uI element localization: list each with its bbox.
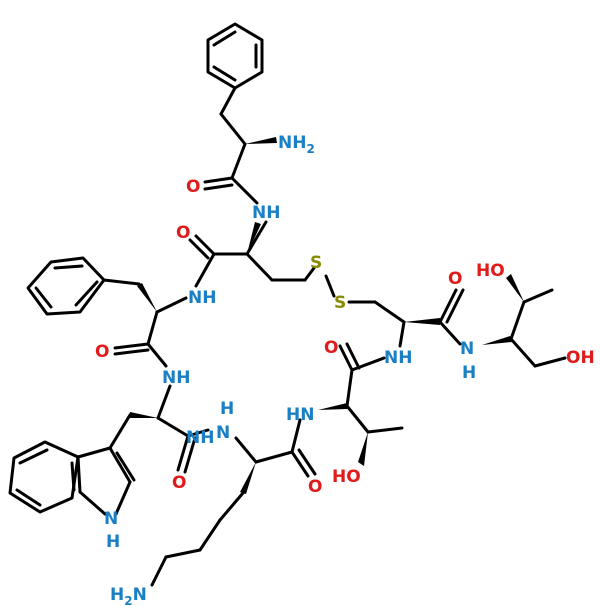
bond bbox=[303, 266, 316, 282]
bond bbox=[218, 491, 245, 522]
bond bbox=[350, 356, 386, 372]
wedge-bond bbox=[506, 274, 524, 302]
bond bbox=[522, 288, 554, 304]
bond bbox=[509, 337, 537, 368]
oxygen-label: O bbox=[172, 473, 186, 493]
oxygen-label: O bbox=[186, 177, 200, 197]
bond bbox=[194, 252, 216, 288]
sulfur-label: S bbox=[334, 293, 346, 313]
bond bbox=[345, 404, 370, 434]
wedge-bond bbox=[129, 412, 158, 418]
wedge-bond bbox=[240, 462, 256, 494]
oxygen-label: O bbox=[324, 338, 338, 358]
bond bbox=[290, 418, 302, 454]
bond bbox=[150, 555, 168, 587]
double-bond bbox=[113, 342, 150, 350]
double-bond bbox=[338, 344, 354, 372]
bond bbox=[156, 384, 172, 420]
bond bbox=[533, 356, 567, 368]
bond bbox=[366, 426, 404, 434]
bond bbox=[146, 310, 159, 346]
bond bbox=[398, 320, 406, 348]
amide-nh-label: NH bbox=[162, 368, 190, 388]
bond bbox=[234, 436, 258, 464]
hydroxyl-label: OH bbox=[566, 348, 595, 368]
amide-n-label: N bbox=[216, 423, 230, 443]
bond bbox=[230, 142, 247, 180]
bond bbox=[324, 274, 336, 298]
oxygen-label: O bbox=[95, 342, 109, 362]
double-bond bbox=[194, 234, 216, 256]
oxygen-label: O bbox=[448, 269, 462, 289]
hydroxyl-label: HO bbox=[476, 261, 505, 281]
double-bond bbox=[345, 342, 361, 370]
wedge-bond bbox=[482, 336, 512, 345]
amide-h-label: H bbox=[462, 363, 476, 383]
amide-nh-label: NH bbox=[188, 288, 216, 308]
bond bbox=[102, 278, 141, 286]
bond bbox=[219, 112, 247, 146]
amide-nh-label: NH bbox=[186, 428, 214, 448]
bond bbox=[373, 300, 406, 324]
amine-top-label: NH2 bbox=[278, 133, 315, 156]
bond bbox=[219, 86, 237, 116]
wedge-bond bbox=[247, 222, 261, 254]
amine-bottom-label: H2N bbox=[110, 585, 147, 606]
sulfur-label: S bbox=[310, 253, 322, 273]
bond bbox=[290, 450, 310, 478]
oxygen-label: O bbox=[308, 477, 322, 497]
oxygen-label: O bbox=[176, 223, 190, 243]
bond bbox=[155, 296, 188, 314]
bond bbox=[186, 428, 210, 438]
indole-ring bbox=[8, 440, 136, 516]
double-bond bbox=[203, 176, 234, 184]
double-bond bbox=[113, 348, 150, 356]
wedge-bond bbox=[358, 432, 368, 466]
indole-n-label: N bbox=[104, 509, 118, 529]
bond bbox=[230, 176, 259, 205]
bond bbox=[156, 416, 190, 438]
wedge-bond bbox=[404, 318, 440, 325]
double-bond bbox=[297, 448, 317, 476]
amide-hn-label: HN bbox=[286, 405, 314, 425]
bond bbox=[108, 413, 132, 450]
bond bbox=[438, 320, 462, 346]
bond bbox=[438, 288, 458, 324]
benzene-ring-left bbox=[26, 256, 106, 316]
double-bond bbox=[203, 183, 234, 191]
wedge-bond bbox=[137, 283, 157, 312]
double-bond bbox=[445, 288, 465, 324]
hydroxyl-label: HO bbox=[332, 467, 361, 487]
bond bbox=[245, 220, 268, 256]
bond bbox=[509, 300, 526, 341]
indole-h-label: H bbox=[106, 532, 120, 552]
bond bbox=[345, 368, 354, 408]
wedge-bond bbox=[245, 137, 277, 144]
double-bond bbox=[188, 238, 210, 260]
amide-nh-label: NH bbox=[252, 203, 280, 223]
bond bbox=[176, 434, 190, 472]
bond bbox=[198, 518, 222, 552]
amide-nh-label: NH bbox=[384, 348, 412, 368]
wedge-bond bbox=[318, 403, 347, 410]
amide-h-label: H bbox=[220, 399, 234, 419]
bond bbox=[245, 252, 274, 282]
benzene-ring-top bbox=[206, 22, 264, 90]
double-bond bbox=[183, 436, 197, 474]
amide-n-label: N bbox=[460, 339, 474, 359]
bond bbox=[254, 450, 294, 464]
bond bbox=[164, 548, 202, 559]
bond bbox=[146, 342, 168, 368]
